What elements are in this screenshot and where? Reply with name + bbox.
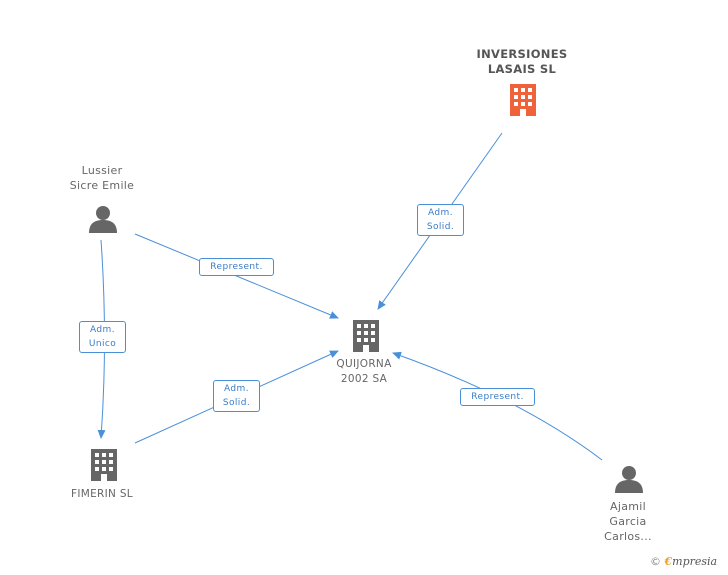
relation-label-fimerin-quijorna[interactable]: Adm. Solid. [213,380,260,412]
node-label-line: Lussier [81,164,123,177]
node-label-line: INVERSIONES [476,47,568,61]
relation-label-inversiones-quijorna[interactable]: Adm. Solid. [417,204,464,236]
building-icon-inversiones[interactable] [510,84,536,116]
copyright-symbol: © [650,555,661,568]
footer-brand: © €mpresia [650,555,717,568]
node-label-quijorna[interactable]: QUIJORNA 2002 SA [324,357,404,387]
person-icon-lussier[interactable] [89,206,117,233]
node-label-line: FIMERIN SL [71,488,133,500]
node-label-line: LASAIS SL [487,62,557,76]
node-label-lussier[interactable]: Lussier Sicre Emile [52,163,152,193]
node-label-fimerin[interactable]: FIMERIN SL [56,487,148,502]
node-label-line: Ajamil [610,500,646,513]
node-label-line: 2002 SA [340,373,388,385]
relation-label-ajamil-quijorna[interactable]: Represent. [460,388,535,406]
relation-label-line: Solid. [426,222,455,232]
relation-label-line: Represent. [210,262,263,272]
relation-label-line: Adm. [428,208,453,218]
person-icon-ajamil[interactable] [615,466,643,493]
node-label-ajamil[interactable]: Ajamil Garcia Carlos... [588,499,668,544]
relation-label-line: Solid. [222,398,251,408]
building-icon-fimerin[interactable] [91,449,117,481]
relation-label-line: Adm. [90,325,115,335]
node-label-line: Carlos... [604,530,652,543]
building-icon-quijorna[interactable] [353,320,379,352]
relation-label-line: Adm. [224,384,249,394]
edge-lussier-quijorna [134,233,339,319]
relation-label-line: Unico [88,339,117,349]
brand-logo: €mpresia [664,555,718,568]
edge-ajamil-quijorna [392,351,603,461]
relation-label-lussier-fimerin[interactable]: Adm. Unico [79,321,126,353]
node-label-inversiones-lasais[interactable]: INVERSIONES LASAIS SL [468,47,576,77]
relation-label-lussier-quijorna[interactable]: Represent. [199,258,274,276]
node-label-line: Garcia [609,515,647,528]
node-label-line: Sicre Emile [69,179,135,192]
relation-label-line: Represent. [471,392,524,402]
node-label-line: QUIJORNA [336,358,392,370]
